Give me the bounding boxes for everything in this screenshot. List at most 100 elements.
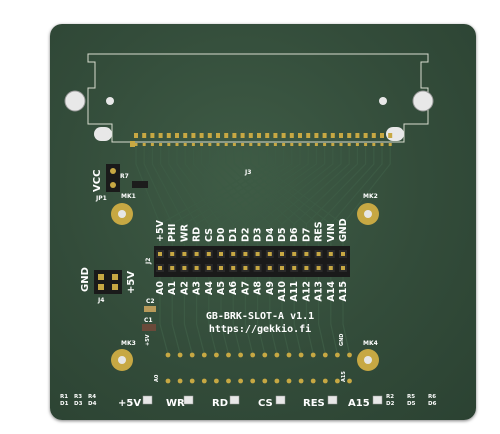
slot-pad	[380, 133, 384, 138]
slot-pad	[150, 133, 155, 138]
bottom-pad	[165, 378, 171, 384]
slot-pad	[224, 143, 228, 146]
designator-j3: J3	[244, 169, 251, 176]
label-a0-small: A0	[154, 374, 160, 382]
header-bottom-label: A9	[265, 281, 276, 295]
slot-pad	[314, 143, 318, 146]
label-plus5v-small: +5V	[145, 334, 151, 346]
bottom-pad	[262, 378, 268, 384]
bottom-pad	[226, 378, 231, 384]
bottom-pad	[347, 352, 352, 358]
header-pin	[255, 266, 260, 270]
slot-pad	[388, 133, 393, 138]
header-bottom-label: A8	[253, 281, 264, 295]
header-top-label: GND	[338, 218, 349, 242]
jumper-vcc-label: VCC	[92, 170, 103, 192]
trace	[159, 146, 268, 246]
slot-pad	[248, 133, 253, 138]
designator-mk3: MK3	[121, 340, 136, 347]
trace	[293, 146, 358, 246]
slot-pad	[388, 143, 392, 146]
corner-designator: D5	[407, 401, 416, 407]
board-title: GB-BRK-SLOT-A v1.1	[206, 311, 314, 322]
bottom-pad	[347, 378, 352, 384]
header-top-label: +5V	[155, 219, 166, 242]
board-url: https://gekkio.fi	[209, 323, 311, 335]
slot-pad	[347, 133, 352, 138]
trace	[171, 277, 181, 355]
header-pin	[170, 252, 175, 256]
bottom-pad	[177, 352, 183, 358]
header-pin	[243, 266, 248, 270]
label-gnd-small: GND	[339, 334, 345, 346]
trace	[305, 146, 367, 246]
slot-pad	[306, 133, 311, 138]
slot-pad	[249, 143, 253, 146]
slot-pad	[355, 143, 359, 146]
header-pin	[243, 252, 248, 256]
header-top-label: D4	[265, 227, 276, 242]
header-pin	[316, 252, 321, 256]
header-pin	[280, 252, 284, 256]
header-pin	[304, 266, 309, 270]
slot-pad	[298, 133, 302, 138]
trace	[305, 277, 314, 355]
mounting-pad-hole	[118, 210, 126, 218]
slot-pad	[200, 143, 204, 146]
trace	[318, 277, 326, 355]
slot-pad	[166, 133, 171, 138]
label-a15-small: A15	[341, 371, 347, 382]
slot-pad	[150, 143, 154, 146]
header-pins	[156, 250, 347, 272]
slot-pad	[134, 143, 138, 146]
jumper-5v-label: +5V	[126, 271, 137, 294]
led	[229, 395, 240, 405]
trace	[281, 146, 350, 246]
slot-pad	[323, 143, 327, 146]
slot-pad	[322, 133, 327, 138]
header-pin	[341, 266, 345, 270]
slot-pad	[232, 133, 237, 138]
header-top-label: D0	[216, 227, 227, 242]
corner-designator: R3	[74, 394, 82, 400]
mounting-hole	[64, 90, 86, 112]
bottom-pad	[310, 378, 316, 384]
slot-pad	[232, 143, 236, 146]
trace	[232, 146, 317, 246]
slot-pad	[273, 143, 277, 146]
header-pin	[328, 266, 333, 270]
trace	[232, 277, 242, 355]
corner-designator: D1	[60, 401, 69, 407]
designator-c2: C2	[146, 298, 155, 305]
trace	[196, 146, 293, 246]
trace	[257, 277, 266, 355]
mounting-pad-hole	[364, 210, 372, 218]
jumper-pin	[110, 168, 116, 174]
header-top-label: D2	[240, 228, 251, 243]
header-pin	[341, 252, 345, 256]
slot-pad	[191, 143, 195, 146]
led	[327, 395, 338, 405]
header-pin	[206, 252, 211, 256]
led	[275, 395, 286, 405]
slot-pad	[158, 133, 163, 138]
trace	[220, 146, 309, 246]
slot-pad	[142, 133, 147, 138]
bottom-pad	[250, 352, 256, 358]
bottom-pad	[226, 352, 231, 358]
bottom-pad	[177, 378, 183, 384]
slot-pad	[347, 143, 351, 146]
jumper-jp1-body	[106, 164, 120, 192]
slot-pad	[339, 133, 343, 138]
led	[142, 395, 153, 405]
bottom-pad	[214, 378, 219, 384]
trace	[293, 277, 302, 355]
jumper-gnd-label: GND	[80, 267, 91, 292]
jumper-j4-pins	[98, 274, 118, 290]
trace	[330, 146, 383, 246]
slot-pin-hole	[106, 97, 114, 105]
